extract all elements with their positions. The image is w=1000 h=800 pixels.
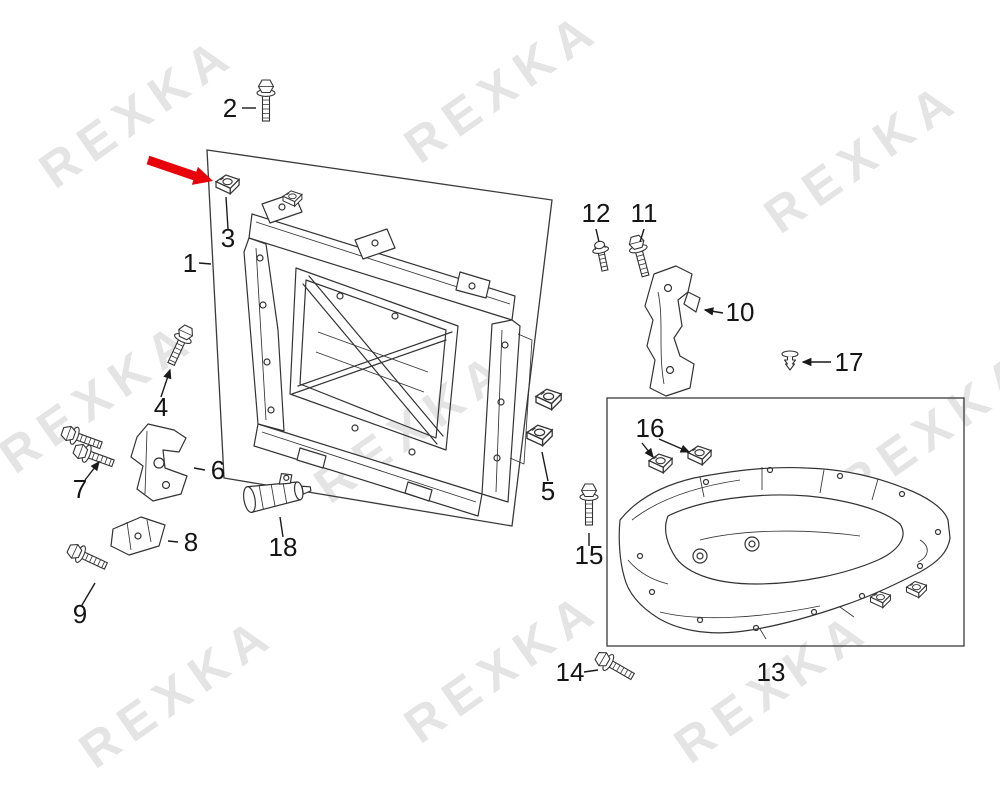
horn-18-drawing [243,473,312,513]
leader-line-3 [225,196,229,230]
part-label-1: 1 [183,248,197,278]
red-arrow-pointer [146,155,213,185]
leader-line-1 [198,262,212,265]
part-label-15: 15 [575,540,604,570]
part-label-13: 13 [757,657,786,687]
leader-line-12 [595,228,600,243]
undercover-drawing [618,466,951,640]
part-box-1 [206,149,553,527]
part-label-6: 6 [211,455,225,485]
part-labels: 1 2 3 4 5 6 7 8 9 10 11 12 13 14 15 16 1… [73,93,864,687]
part-label-11: 11 [631,198,658,228]
leader-line-6 [193,467,206,471]
leader-line-14 [583,669,599,673]
part-label-12: 12 [582,198,611,228]
bracket-10-drawing [644,265,701,397]
part-label-8: 8 [184,527,198,557]
leader-line-18 [279,516,284,538]
part-label-7: 7 [73,474,87,504]
part-label-14: 14 [556,657,585,687]
leader-line-7 [84,460,100,481]
leader-line-4 [160,368,172,398]
part-label-4: 4 [154,392,168,422]
leader-line-10 [703,307,724,316]
leader-line-11 [639,228,645,243]
part-label-5: 5 [541,476,555,506]
part-label-2: 2 [223,93,237,123]
part-label-3: 3 [221,223,235,253]
bracket-8-drawing [110,516,166,556]
part-label-17: 17 [835,347,864,377]
part-label-10: 10 [726,297,755,327]
part-box-13 [606,397,965,647]
leader-line-16a [641,442,654,459]
leader-line-5 [541,451,549,482]
leader-line-16b [658,438,691,453]
leader-line-8 [167,540,179,543]
part-label-9: 9 [73,599,87,629]
leader-lines [81,107,831,673]
leader-line-9 [81,582,96,606]
part-label-16: 16 [636,413,665,443]
bracket-6-drawing [130,423,188,502]
radiator-support-drawing [243,190,533,517]
part-label-18: 18 [269,532,298,562]
